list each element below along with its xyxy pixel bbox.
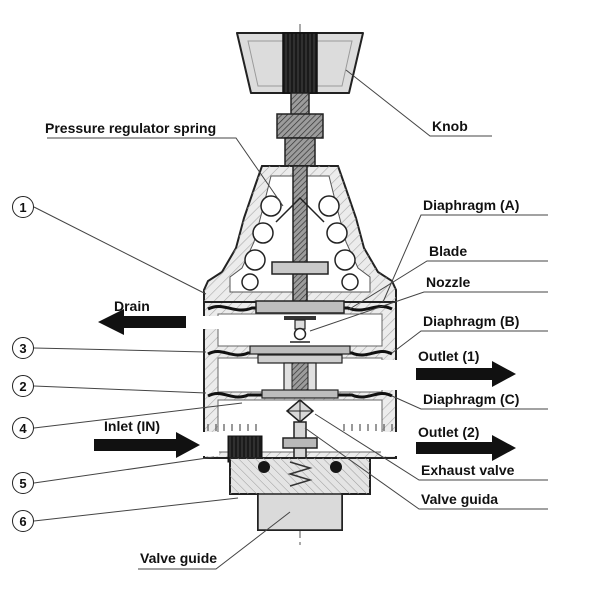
label-diaphragm-c: Diaphragm (C) — [423, 391, 520, 407]
inlet-arrow — [94, 432, 200, 458]
callout-4-number: 4 — [19, 420, 27, 436]
label-outlet-1: Outlet (1) — [418, 348, 480, 364]
diaphragm-a-shape — [207, 300, 393, 314]
label-knob: Knob — [432, 118, 468, 134]
valve-guide-cap-shape — [229, 457, 371, 531]
label-valve-guide: Valve guide — [140, 550, 218, 566]
diaphragm-c-shape — [207, 389, 393, 399]
callout-6: 6 — [12, 510, 34, 532]
callout-5-number: 5 — [19, 475, 27, 491]
callout-1: 1 — [12, 196, 34, 218]
callout-3: 3 — [12, 337, 34, 359]
leader-lines — [33, 69, 548, 570]
callout-4: 4 — [12, 417, 34, 439]
callout-2: 2 — [12, 375, 34, 397]
label-blade: Blade — [429, 243, 468, 259]
outlet1-arrow — [416, 361, 516, 387]
label-exhaust-valve: Exhaust valve — [421, 462, 515, 478]
label-drain: Drain — [114, 298, 150, 314]
label-diaphragm-a: Diaphragm (A) — [423, 197, 520, 213]
label-outlet-2: Outlet (2) — [418, 424, 480, 440]
spring-seat-shape — [271, 165, 329, 303]
callout-3-number: 3 — [19, 340, 27, 356]
knob-shape — [236, 32, 364, 94]
diaphragm-b-shape — [207, 345, 393, 392]
callout-1-number: 1 — [19, 199, 27, 215]
callout-5: 5 — [12, 472, 34, 494]
regulator-spring-coils — [241, 195, 359, 291]
blade-nozzle-shape — [284, 316, 316, 343]
drain-arrow — [98, 309, 186, 335]
label-pressure-regulator-spring: Pressure regulator spring — [45, 120, 217, 136]
label-diaphragm-b: Diaphragm (B) — [423, 313, 520, 329]
adjusting-screw-shape — [276, 92, 324, 169]
outlet2-arrow — [416, 435, 516, 461]
flow-arrows — [94, 309, 516, 461]
callout-6-number: 6 — [19, 513, 27, 529]
label-inlet: Inlet (IN) — [104, 418, 160, 434]
callout-2-number: 2 — [19, 378, 27, 394]
label-nozzle: Nozzle — [426, 274, 471, 290]
label-valve-guida: Valve guida — [421, 491, 499, 507]
